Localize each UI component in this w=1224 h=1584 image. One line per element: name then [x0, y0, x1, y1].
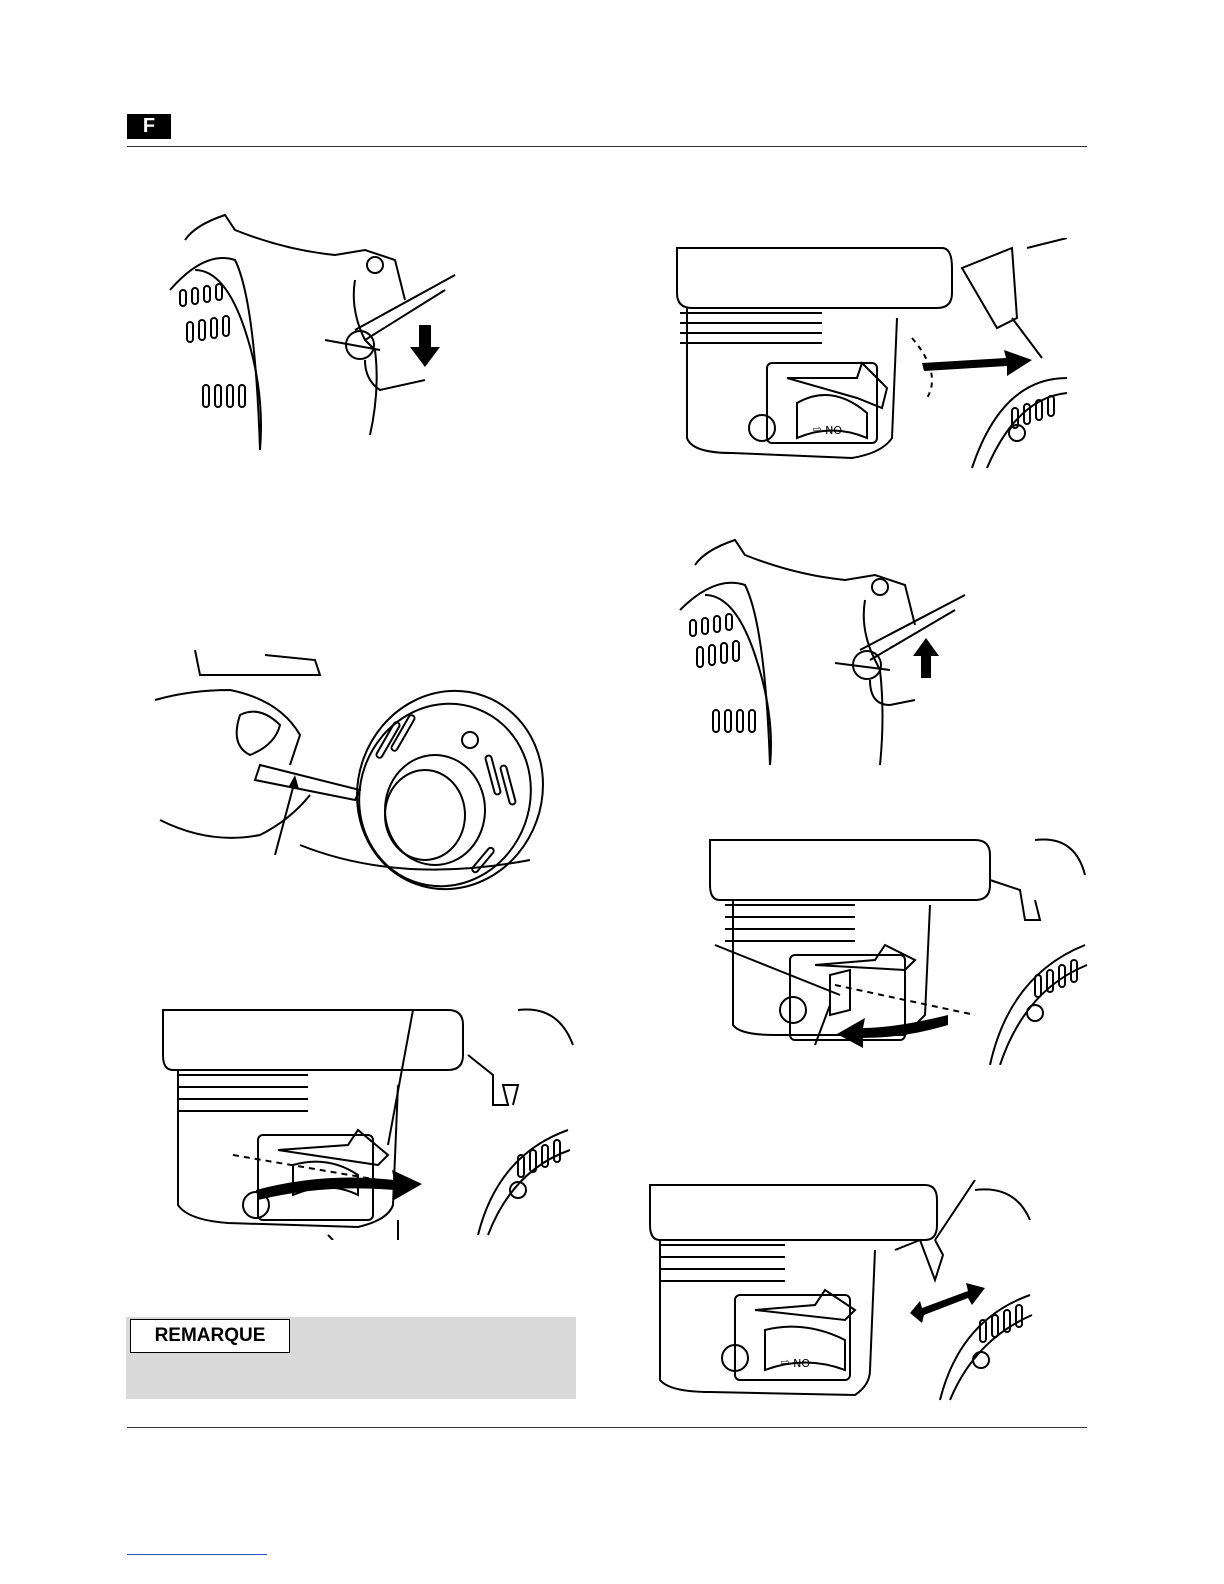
grill-slots-icon [375, 714, 516, 873]
figure-fuel-valve-off [165, 210, 465, 460]
pointer-arrow-icon [270, 775, 300, 855]
vent-slots-icon [980, 1305, 1022, 1342]
arrow-down-icon [410, 325, 440, 367]
arrow-double-icon [910, 1283, 985, 1323]
footer-link-underline [127, 1554, 267, 1555]
header-rule [127, 146, 1087, 147]
arrow-up-icon [913, 638, 939, 678]
svg-text:ON ⇦: ON ⇦ [812, 423, 842, 436]
arrow-curved-left-icon [835, 1010, 950, 1050]
figure-choke-lever-open: ON ⇦ [645, 1180, 1035, 1405]
figure-choke-lever-close: ON ⇦ [672, 238, 1072, 478]
vent-slots-icon [518, 1140, 560, 1177]
note-label: REMARQUE [130, 1319, 290, 1353]
figure-fuel-valve-on [675, 535, 975, 770]
note-box: REMARQUE [126, 1317, 576, 1399]
vent-slots-icon [180, 284, 245, 407]
language-badge: F [127, 114, 171, 139]
vent-slots-icon [1035, 960, 1077, 997]
figure-engine-switch-off [705, 835, 1090, 1065]
svg-text:ON ⇦: ON ⇦ [780, 1356, 810, 1369]
arrow-right-icon [922, 348, 1032, 378]
vent-slots-icon [1012, 396, 1054, 428]
arrow-curved-right-icon [254, 1162, 424, 1202]
figure-recoil-starter-pull [150, 645, 550, 895]
figure-engine-switch-on [158, 1005, 578, 1240]
footer-rule [127, 1427, 1087, 1428]
